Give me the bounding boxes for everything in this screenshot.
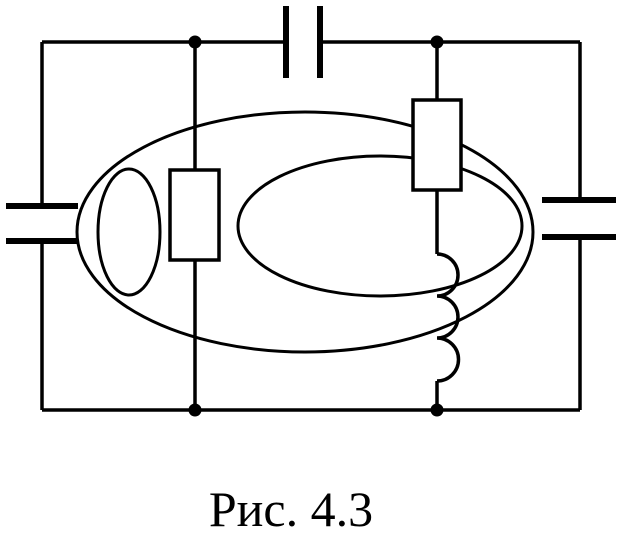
inductor	[436, 252, 461, 383]
junction-nodes	[188, 35, 444, 417]
inner-right-contour	[236, 154, 524, 298]
node-top-right	[430, 35, 444, 49]
figure-caption: Рис. 4.3	[208, 481, 374, 537]
wires	[40, 40, 582, 412]
capacitor-right	[542, 197, 616, 240]
resistor-left	[168, 168, 221, 262]
node-top-left	[188, 35, 202, 49]
small-left-contour	[96, 167, 162, 297]
resistor-right	[411, 98, 463, 192]
capacitor-top	[283, 6, 323, 78]
capacitor-left	[6, 203, 78, 244]
outer-contour	[75, 110, 535, 354]
node-bottom-right	[430, 403, 444, 417]
node-bottom-left	[188, 403, 202, 417]
contours	[75, 110, 535, 354]
